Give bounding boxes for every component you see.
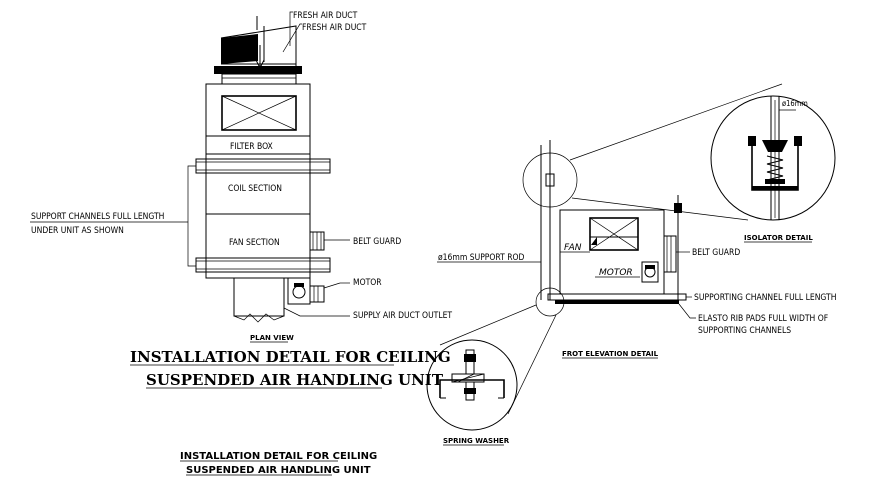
filter-cross-2 bbox=[221, 95, 297, 131]
supply-outlet-label: SUPPLY AIR DUCT OUTLET bbox=[353, 311, 452, 321]
supply-outlet bbox=[233, 277, 285, 317]
supply-outlet-leader bbox=[283, 307, 350, 317]
elasto-label-1: ELASTO RIB PADS FULL WIDTH OF bbox=[698, 314, 828, 324]
fresh-air-leader-2 bbox=[282, 23, 302, 53]
support-bracket bbox=[187, 165, 196, 267]
elevation-motor-label: MOTOR bbox=[599, 268, 633, 278]
duct-hatch-left bbox=[221, 34, 258, 64]
supporting-channel-label: SUPPORTING CHANNEL FULL LENGTH bbox=[694, 293, 836, 303]
washer-channel bbox=[439, 379, 505, 398]
isolator-detail-title: ISOLATOR DETAIL bbox=[744, 234, 813, 242]
isolator-bracket-ear-left bbox=[748, 136, 756, 146]
washer-nut bbox=[464, 354, 476, 362]
elevation-belt-guard-label: BELT GUARD bbox=[692, 248, 740, 258]
spring-washer-circle bbox=[426, 339, 518, 431]
spring-washer-detail: SPRING WASHER bbox=[426, 339, 518, 446]
isolator-top-cup bbox=[762, 140, 788, 152]
coil-section-label: COIL SECTION bbox=[228, 184, 282, 194]
isolator-bracket-ear-right bbox=[794, 136, 802, 146]
spring-washer-callout-circle bbox=[535, 287, 565, 317]
support-channel-bottom bbox=[195, 257, 331, 273]
isolator-detail: ø16mm ISOLATOR DETAIL bbox=[710, 95, 836, 243]
bottom-title-line-2: SUSPENDED AIR HANDLING UNIT bbox=[186, 465, 371, 476]
motor-top bbox=[294, 283, 304, 287]
motor bbox=[287, 277, 311, 305]
plan-view-title: PLAN VIEW bbox=[250, 334, 294, 342]
main-title-line-1: INSTALLATION DETAIL FOR CEILING bbox=[130, 348, 451, 366]
main-title-line-2: SUSPENDED AIR HANDLING UNIT bbox=[146, 371, 444, 389]
left-isolator-box bbox=[545, 173, 555, 187]
fresh-air-duct-label-2: FRESH AIR DUCT bbox=[302, 23, 367, 33]
duct-outline bbox=[220, 25, 297, 67]
support-channels-label-2: UNDER UNIT AS SHOWN bbox=[31, 226, 124, 236]
bottom-title-line-1: INSTALLATION DETAIL FOR CEILING bbox=[180, 451, 377, 462]
front-elevation: FAN MOTOR BELT GUARD SUPPORTING CHANNEL … bbox=[437, 83, 836, 415]
washer-connector-2 bbox=[507, 314, 557, 415]
elasto-leader bbox=[678, 303, 696, 319]
filter-box-label: FILTER BOX bbox=[230, 142, 273, 152]
washer-hatch-1 bbox=[451, 373, 485, 383]
motor-leader bbox=[323, 282, 341, 289]
fan-housing-cross-2 bbox=[589, 217, 639, 251]
filter-panel bbox=[221, 95, 297, 131]
elevation-motor bbox=[641, 261, 659, 283]
elevation-belt-guard bbox=[663, 235, 677, 273]
motor-label: MOTOR bbox=[353, 278, 382, 288]
elevation-fan-label: FAN bbox=[564, 243, 582, 253]
motor-circle bbox=[292, 285, 306, 299]
belt-guard-label: BELT GUARD bbox=[353, 237, 401, 247]
washer-hatch-2 bbox=[457, 373, 475, 383]
support-rod-label: ø16mm SUPPORT ROD bbox=[438, 253, 525, 263]
elevation-supporting-channel bbox=[547, 293, 687, 301]
supply-break bbox=[233, 313, 285, 323]
isolator-base bbox=[752, 186, 798, 190]
right-rod-nut bbox=[674, 203, 682, 213]
isolator-connector-top bbox=[569, 83, 783, 161]
support-channels-label-1: SUPPORT CHANNELS FULL LENGTH bbox=[31, 212, 164, 222]
elasto-label-2: SUPPORTING CHANNELS bbox=[698, 326, 791, 336]
duct-flange bbox=[214, 66, 302, 74]
spring-washer-title: SPRING WASHER bbox=[443, 437, 510, 445]
fan-marker bbox=[591, 237, 597, 245]
washer-nut-lower bbox=[464, 388, 476, 394]
elasto-pads bbox=[555, 300, 679, 304]
isolator-detail-circle bbox=[710, 95, 836, 221]
isolator-connector-bottom bbox=[571, 197, 749, 221]
fresh-air-duct-label-1: FRESH AIR DUCT bbox=[293, 11, 358, 21]
fan-section-label: FAN SECTION bbox=[229, 238, 280, 248]
isolator-rod-label: ø16mm bbox=[782, 99, 808, 108]
washer-connector-1 bbox=[439, 304, 537, 346]
fan-housing bbox=[589, 217, 639, 251]
plan-view: FILTER BOX COIL SECTION FAN SECTION BELT… bbox=[30, 11, 452, 343]
fresh-air-leader-1 bbox=[289, 11, 293, 46]
isolator-spring bbox=[766, 155, 784, 181]
elevation-motor-top bbox=[645, 265, 655, 269]
motor-pulley bbox=[309, 285, 325, 303]
elevation-title: FROT ELEVATION DETAIL bbox=[562, 350, 659, 358]
duct-collar bbox=[221, 73, 297, 85]
isolator-spring-seat bbox=[765, 179, 785, 184]
isolator-callout-circle bbox=[522, 152, 578, 208]
